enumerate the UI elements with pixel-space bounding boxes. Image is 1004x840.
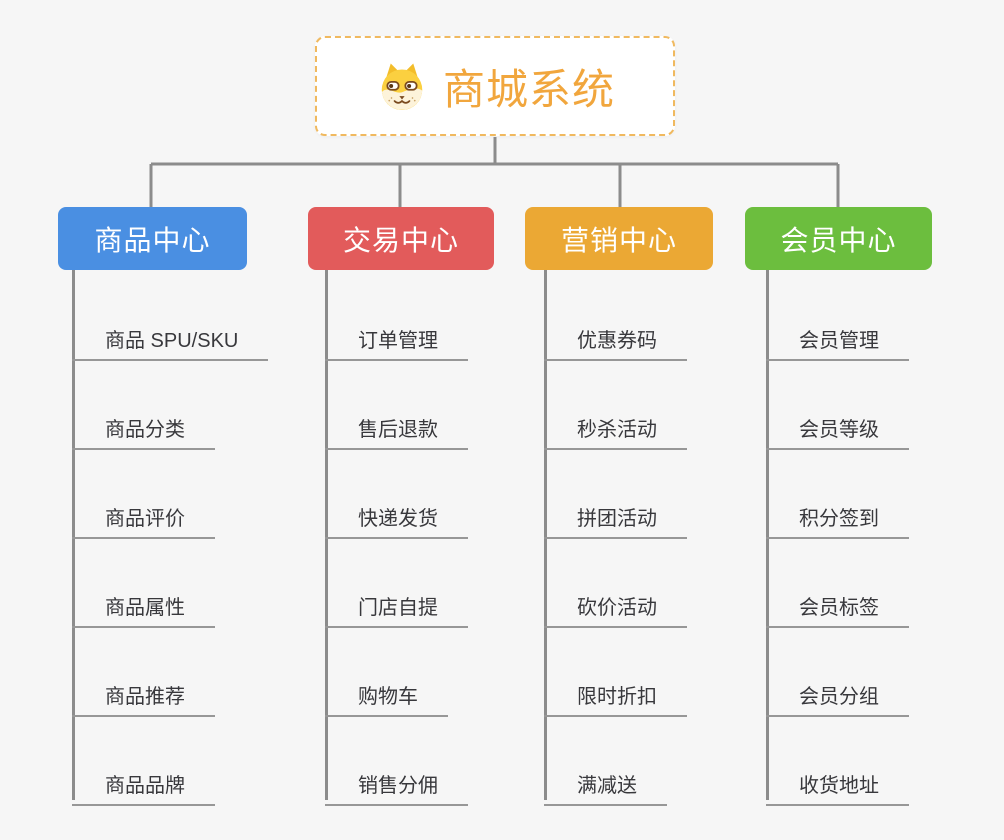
branch-node-trade-center[interactable]: 交易中心 (308, 207, 494, 270)
leaf-node-limited-time-discount[interactable]: 限时折扣 (544, 669, 687, 717)
leaf-node-points-checkin[interactable]: 积分签到 (766, 491, 909, 539)
leaf-node-member-tag[interactable]: 会员标签 (766, 580, 909, 628)
leaf-node-coupon-code[interactable]: 优惠券码 (544, 313, 687, 361)
leaf-node-full-reduction[interactable]: 满减送 (544, 758, 667, 806)
leaf-node-flash-sale[interactable]: 秒杀活动 (544, 402, 687, 450)
connector-lines-group (72, 137, 840, 800)
leaf-node-bargain-activity[interactable]: 砍价活动 (544, 580, 687, 628)
leaf-node-product-recommend[interactable]: 商品推荐 (72, 669, 215, 717)
leaf-node-product-brand[interactable]: 商品品牌 (72, 758, 215, 806)
branch-node-product-center[interactable]: 商品中心 (58, 207, 247, 270)
leaf-node-group-buy[interactable]: 拼团活动 (544, 491, 687, 539)
leaf-node-after-sales-refund[interactable]: 售后退款 (325, 402, 468, 450)
leaf-node-member-level[interactable]: 会员等级 (766, 402, 909, 450)
branch-node-member-center[interactable]: 会员中心 (745, 207, 932, 270)
leaf-node-express-delivery[interactable]: 快递发货 (325, 491, 468, 539)
leaf-node-shipping-address[interactable]: 收货地址 (766, 758, 909, 806)
leaf-node-shopping-cart[interactable]: 购物车 (325, 669, 448, 717)
leaf-node-product-review[interactable]: 商品评价 (72, 491, 215, 539)
leaf-node-sales-commission[interactable]: 销售分佣 (325, 758, 468, 806)
leaf-node-store-pickup[interactable]: 门店自提 (325, 580, 468, 628)
leaf-node-member-group[interactable]: 会员分组 (766, 669, 909, 717)
dog-face-icon (375, 59, 429, 113)
leaf-node-product-attribute[interactable]: 商品属性 (72, 580, 215, 628)
root-node[interactable]: 商城系统 (315, 36, 675, 136)
leaf-node-order-management[interactable]: 订单管理 (325, 313, 468, 361)
root-node-title: 商城系统 (442, 65, 615, 113)
leaf-node-member-management[interactable]: 会员管理 (766, 313, 909, 361)
branch-node-marketing-center[interactable]: 营销中心 (525, 207, 713, 270)
leaf-node-product-spu-sku[interactable]: 商品 SPU/SKU (72, 313, 269, 361)
leaf-node-product-category[interactable]: 商品分类 (72, 402, 215, 450)
